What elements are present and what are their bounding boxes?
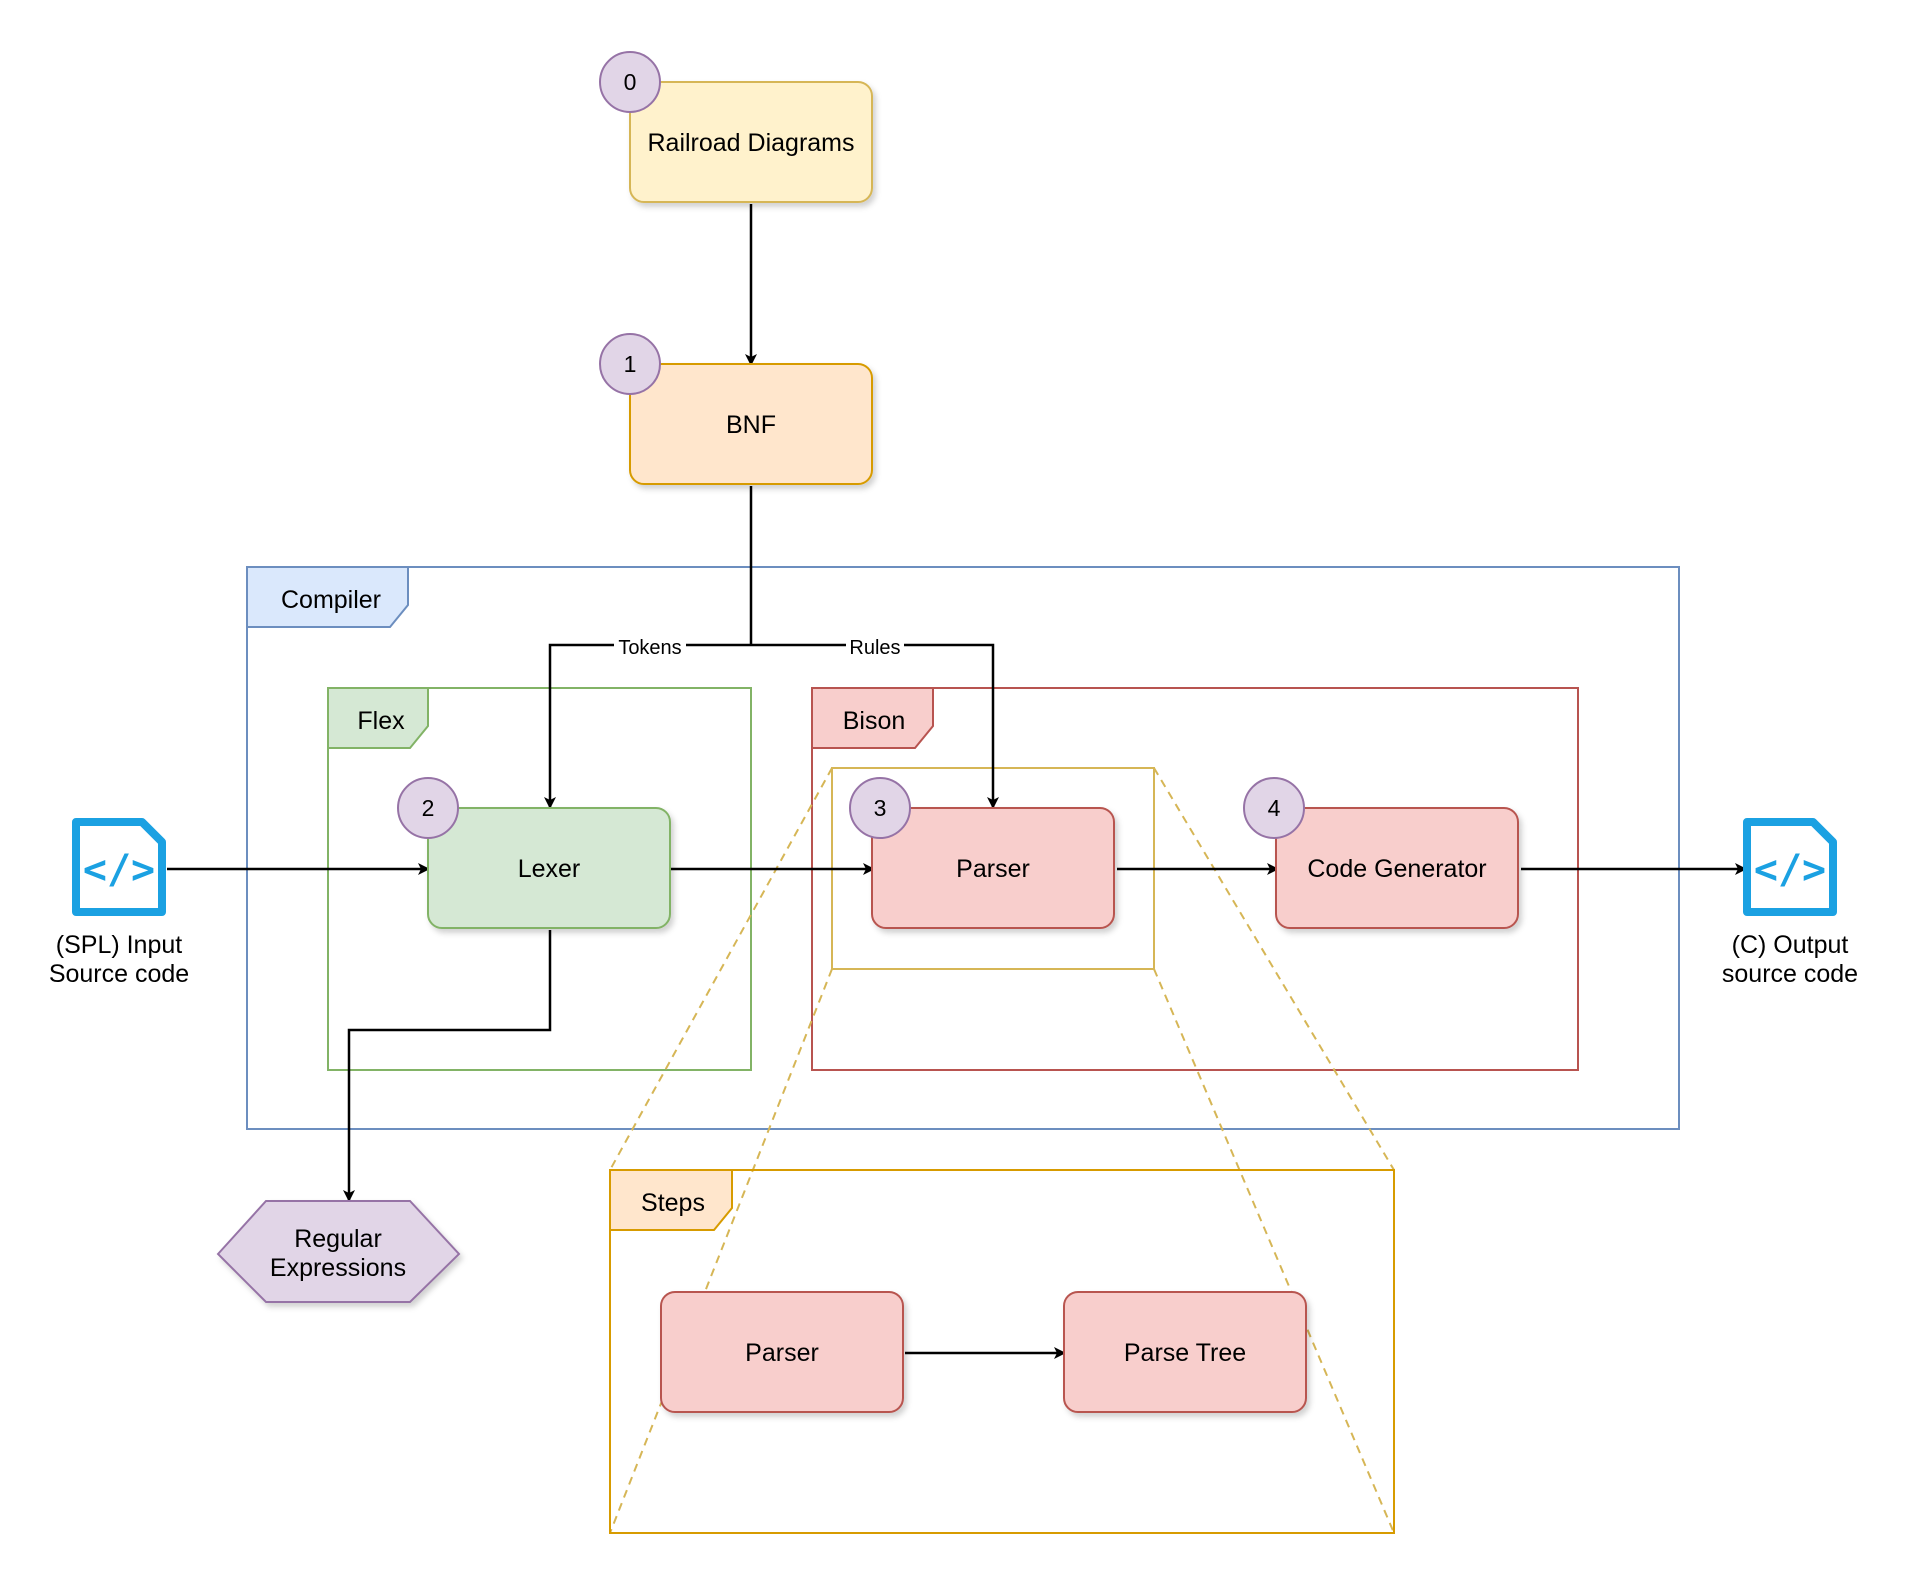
svg-text:1: 1 — [624, 351, 637, 377]
steps-label: Steps — [641, 1189, 705, 1217]
compiler-tab — [246, 566, 409, 628]
svg-text:source code: source code — [1722, 960, 1858, 988]
svg-text:0: 0 — [624, 69, 637, 95]
badge-2: 2 — [397, 777, 459, 839]
node-lexer: Lexer — [427, 807, 671, 929]
badge-0: 0 — [599, 51, 661, 113]
svg-text:Railroad Diagrams: Railroad Diagrams — [647, 129, 854, 157]
bison-container: Bison — [811, 687, 1579, 1071]
input-code-file-icon: </> — [72, 818, 166, 916]
node-bnf: BNF — [629, 363, 873, 485]
output-source-label: (C) Output source code — [1722, 931, 1858, 988]
svg-text:(C) Output: (C) Output — [1732, 931, 1849, 959]
svg-text:</>: </> — [83, 847, 155, 893]
svg-text:4: 4 — [1268, 795, 1281, 821]
edge-label-rules: Rules — [846, 633, 904, 659]
svg-text:</>: </> — [1754, 847, 1826, 893]
edge-label-tokens: Tokens — [614, 633, 686, 659]
svg-text:Tokens: Tokens — [618, 637, 681, 659]
flex-container: Flex — [327, 687, 752, 1071]
bison-tab — [811, 687, 934, 749]
bison-label: Bison — [843, 707, 906, 735]
compiler-container: Compiler — [246, 566, 1680, 1130]
input-source-label: (SPL) Input Source code — [49, 931, 189, 988]
svg-text:Source code: Source code — [49, 960, 189, 988]
compiler-label: Compiler — [281, 586, 381, 614]
steps-tab — [609, 1169, 733, 1231]
edges — [167, 204, 1747, 1359]
svg-text:Expressions: Expressions — [270, 1254, 406, 1282]
svg-text:Regular: Regular — [294, 1225, 382, 1253]
svg-text:BNF: BNF — [726, 411, 776, 439]
edge-rules — [751, 643, 999, 809]
output-code-file-icon: </> — [1743, 818, 1837, 916]
node-parse-tree: Parse Tree — [1063, 1291, 1307, 1413]
svg-text:2: 2 — [422, 795, 435, 821]
steps-container: Steps — [609, 1169, 1395, 1534]
svg-text:Lexer: Lexer — [518, 855, 581, 883]
node-parser: Parser — [871, 807, 1115, 929]
node-regular-expressions: Regular Expressions — [216, 1200, 461, 1303]
svg-text:Code Generator: Code Generator — [1307, 855, 1486, 883]
node-steps-parser: Parser — [660, 1291, 904, 1413]
svg-text:Parse Tree: Parse Tree — [1124, 1339, 1246, 1367]
badge-1: 1 — [599, 333, 661, 395]
badge-4: 4 — [1243, 777, 1305, 839]
edge-tokens — [544, 643, 751, 809]
node-railroad-diagrams: Railroad Diagrams — [629, 81, 873, 203]
flex-tab — [327, 687, 429, 749]
badge-3: 3 — [849, 777, 911, 839]
svg-text:Parser: Parser — [956, 855, 1030, 883]
svg-text:Parser: Parser — [745, 1339, 819, 1367]
edge-lexer-regex — [343, 930, 552, 1202]
svg-text:(SPL) Input: (SPL) Input — [56, 931, 183, 959]
node-code-generator: Code Generator — [1275, 807, 1519, 929]
flex-label: Flex — [357, 707, 405, 735]
svg-text:3: 3 — [874, 795, 887, 821]
svg-text:Rules: Rules — [849, 637, 900, 659]
